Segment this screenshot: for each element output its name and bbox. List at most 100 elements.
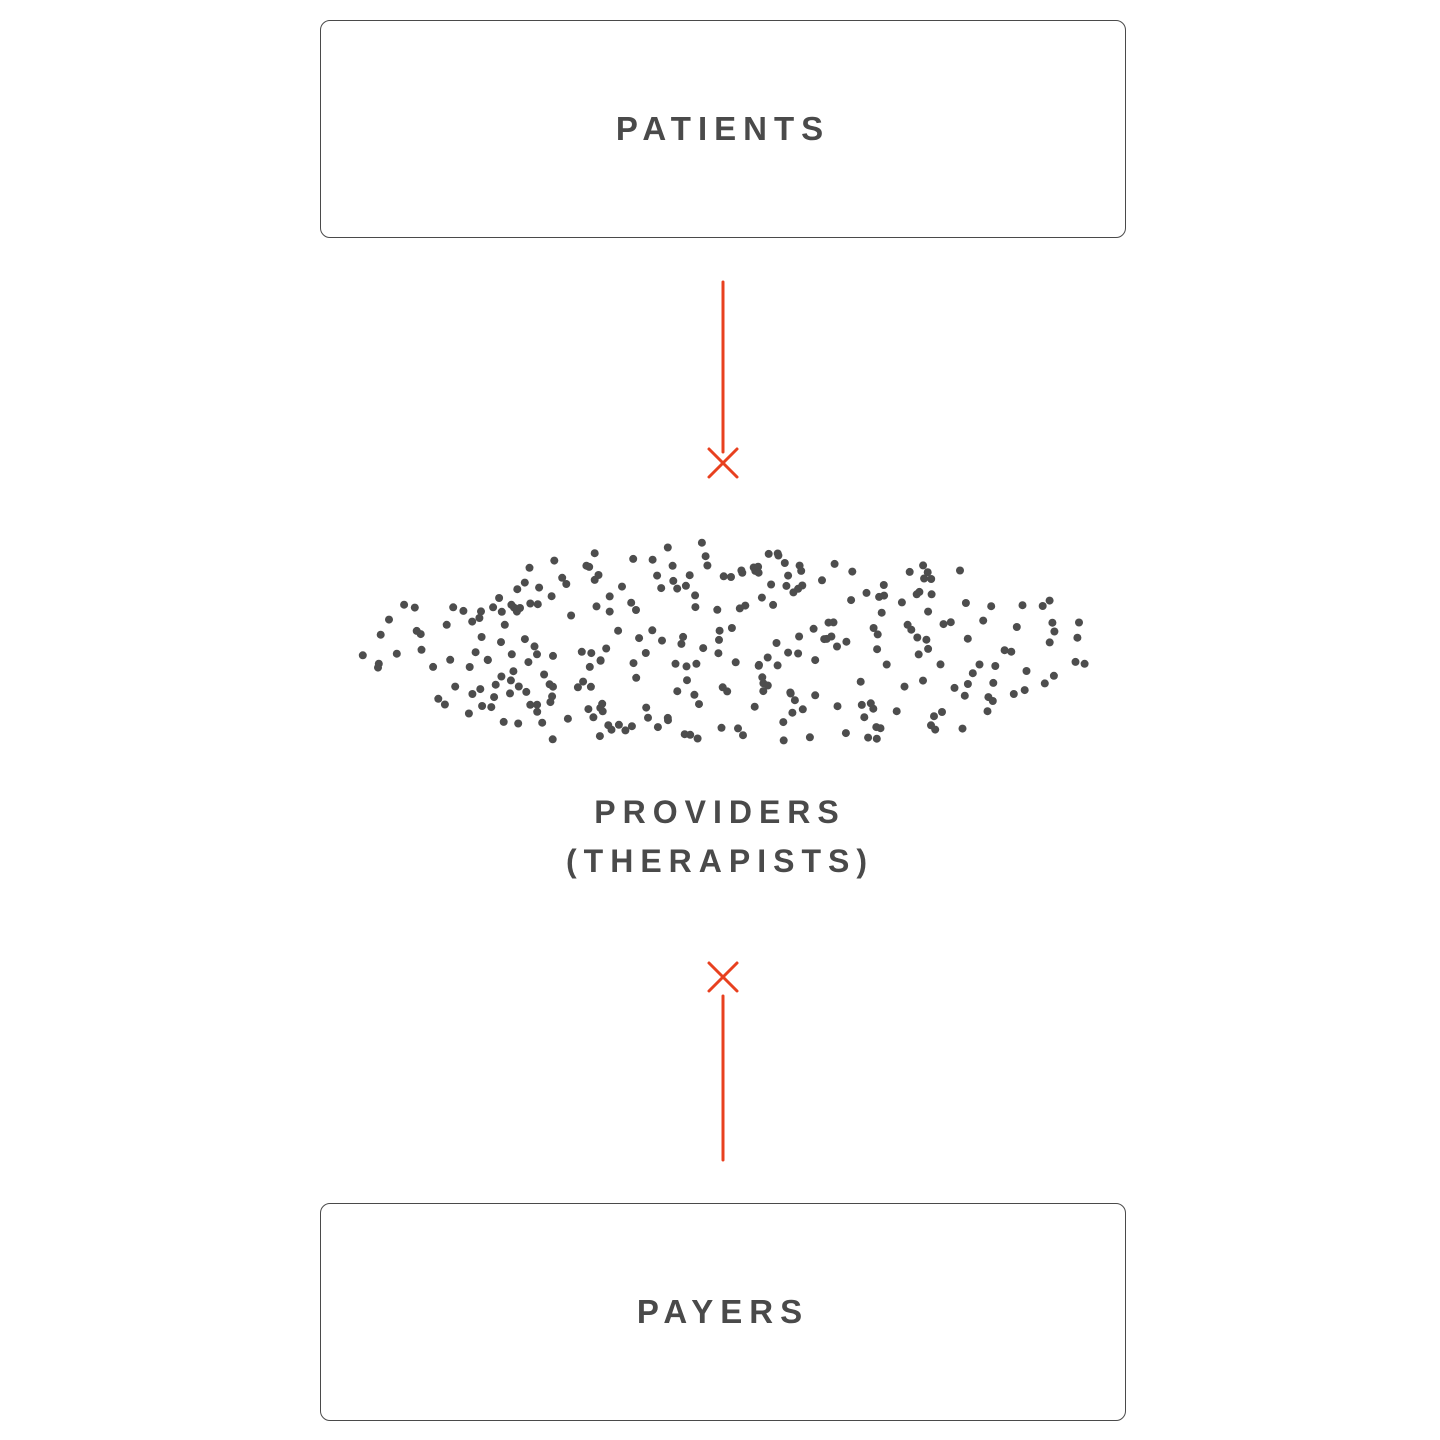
provider-dot: [905, 567, 914, 576]
provider-dot: [795, 632, 804, 641]
provider-dot: [739, 731, 747, 740]
provider-dot: [562, 580, 571, 588]
provider-dot: [664, 716, 672, 725]
provider-dot: [963, 680, 972, 688]
provider-dot: [987, 602, 996, 611]
provider-dot: [734, 724, 742, 733]
provider-dot: [758, 673, 767, 682]
provider-dot: [595, 732, 604, 741]
blocked-x-icon: [707, 961, 739, 993]
provider-dot: [658, 636, 666, 645]
provider-dot: [919, 676, 927, 685]
provider-dot: [782, 581, 791, 590]
provider-dot: [497, 672, 506, 681]
provider-dot: [961, 599, 970, 607]
provider-dot: [477, 633, 486, 641]
provider-dot: [914, 650, 923, 659]
provider-dot: [879, 581, 888, 589]
provider-dot: [478, 702, 487, 710]
provider-dot: [657, 584, 666, 593]
provider-dot: [442, 620, 451, 629]
provider-dot: [930, 712, 938, 721]
provider-dot: [627, 598, 636, 607]
provider-dot: [882, 660, 891, 669]
provider-dot: [822, 634, 831, 643]
provider-dot: [767, 580, 776, 589]
provider-dot: [385, 615, 393, 624]
provider-dot: [892, 707, 901, 716]
provider-dot: [663, 543, 672, 552]
provider-dot: [1080, 659, 1089, 668]
patients-box: PATIENTS: [320, 20, 1126, 238]
provider-dot: [1073, 633, 1082, 642]
provider-dot: [550, 556, 559, 565]
provider-dot: [417, 645, 426, 654]
provider-dot: [1045, 638, 1054, 647]
provider-dot: [699, 644, 708, 653]
provider-dot: [596, 656, 605, 665]
provider-dot: [429, 662, 438, 671]
provider-dot: [449, 603, 458, 612]
provider-dot: [1022, 667, 1031, 675]
provider-dot: [769, 600, 778, 609]
provider-dot: [641, 649, 650, 657]
provider-dot: [516, 604, 524, 612]
provider-dot: [938, 708, 946, 716]
provider-dot: [1020, 686, 1029, 695]
provider-dot: [1050, 627, 1059, 636]
provider-dot: [1012, 623, 1021, 631]
provider-dot: [784, 648, 793, 657]
provider-dot: [872, 723, 881, 732]
provider-dot: [754, 568, 763, 577]
provider-dot: [755, 660, 763, 669]
provider-dot: [903, 620, 912, 629]
provider-dot: [653, 723, 662, 732]
provider-dot: [374, 663, 382, 672]
provider-dot: [594, 571, 603, 579]
provider-dot: [476, 685, 485, 694]
provider-dot: [701, 552, 710, 561]
provider-dot: [788, 708, 797, 717]
provider-dot: [614, 626, 623, 635]
provider-dot: [644, 713, 652, 722]
provider-dot: [923, 568, 932, 577]
provider-dot: [579, 677, 588, 686]
provider-dot: [586, 682, 595, 691]
provider-dot: [520, 578, 529, 587]
provider-dot: [632, 606, 640, 614]
provider-dot: [848, 567, 857, 576]
provider-dot: [671, 659, 680, 668]
provider-dot: [590, 549, 599, 558]
provider-dot: [627, 722, 636, 731]
provider-dot: [464, 709, 473, 718]
provider-dot: [809, 624, 818, 633]
provider-dot: [731, 658, 740, 667]
provider-dot: [558, 573, 567, 582]
providers-label-line2: (THERAPISTS): [566, 843, 874, 879]
provider-dot: [475, 614, 484, 622]
patients-label: PATIENTS: [615, 110, 831, 147]
provider-dot: [983, 707, 992, 716]
provider-dot: [715, 635, 723, 644]
provider-dot: [533, 650, 541, 659]
provider-dot: [483, 655, 492, 664]
provider-dot: [507, 600, 516, 609]
provider-dot: [864, 733, 873, 742]
provider-dot: [750, 702, 759, 711]
provider-dot: [546, 698, 555, 707]
provider-dot: [567, 611, 576, 620]
provider-dot: [607, 725, 616, 734]
provider-dot: [489, 603, 498, 612]
provider-dot: [695, 700, 703, 709]
provider-dot: [897, 598, 906, 607]
provider-dot: [547, 592, 556, 601]
provider-dot: [856, 677, 865, 686]
provider-dot: [440, 700, 449, 709]
provider-dot: [621, 726, 630, 735]
provider-dot: [764, 549, 773, 558]
dot-cloud: [358, 538, 1089, 745]
provider-dot: [629, 659, 638, 668]
provider-dot: [499, 717, 508, 726]
